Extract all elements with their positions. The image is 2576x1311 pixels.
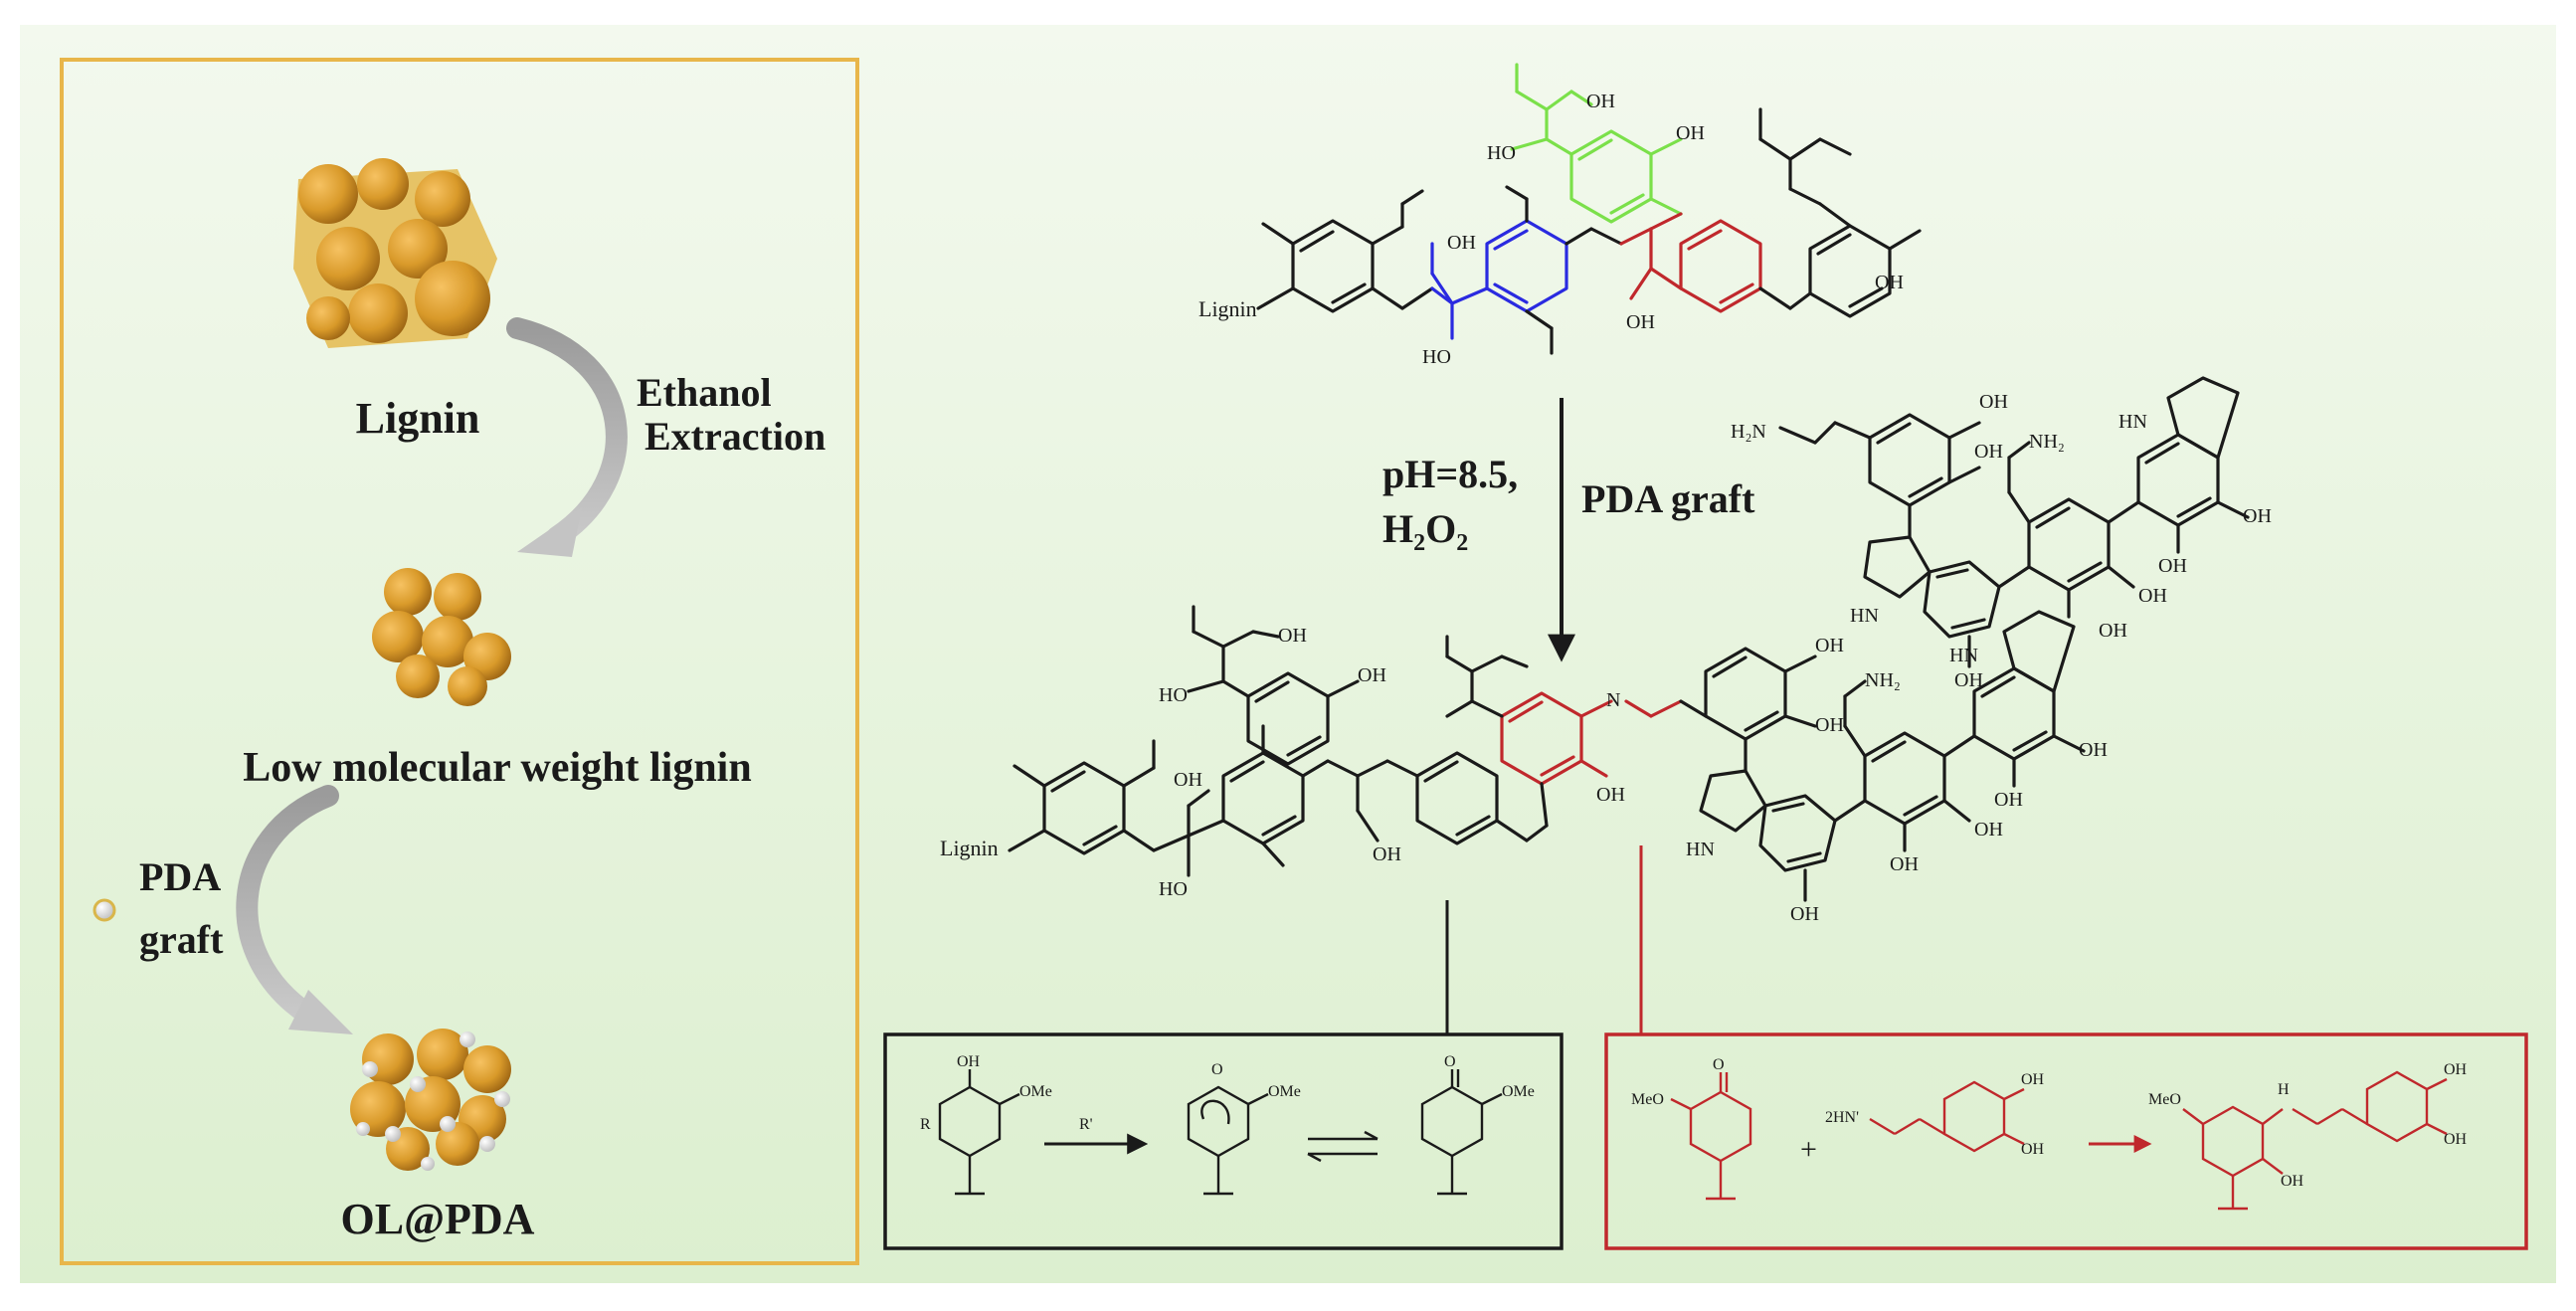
product-oh-3: OH bbox=[1278, 625, 1307, 647]
graft-label-line1: PDA bbox=[139, 854, 221, 899]
pda-oh-2: OH bbox=[1974, 441, 2003, 463]
lignin-structure-top: Lignin HO OH OH HO OH bbox=[1198, 63, 1922, 368]
box2-meo: MeO bbox=[1631, 1091, 1664, 1108]
box1-r: R bbox=[920, 1116, 931, 1133]
box1-r-rad: R' bbox=[1079, 1116, 1093, 1133]
product-oh-12: OH bbox=[2079, 739, 2108, 761]
product-oh-9: OH bbox=[1890, 853, 1919, 875]
box2-oh-5: OH bbox=[2444, 1131, 2468, 1148]
box2-o: O bbox=[1713, 1056, 1725, 1073]
oh-label-red: OH bbox=[1626, 311, 1655, 333]
box2-oh-2: OH bbox=[2021, 1141, 2045, 1158]
product-ho-1: HO bbox=[1159, 878, 1188, 900]
box1-ome-3: OMe bbox=[1502, 1083, 1535, 1100]
lignin-particle-icon bbox=[293, 158, 497, 348]
left-panel: Lignin Ethanol Extraction Low molecular … bbox=[60, 58, 859, 1265]
product-oh-10: OH bbox=[1974, 819, 2003, 841]
lmw-lignin-label: Low molecular weight lignin bbox=[243, 745, 751, 791]
box2-oh-3: OH bbox=[2281, 1173, 2304, 1190]
oh-label-green: OH bbox=[1676, 122, 1705, 144]
pda-hn-2: HN bbox=[2118, 411, 2147, 433]
pda-dot-icon bbox=[92, 898, 116, 922]
product-oh-6: OH bbox=[1815, 635, 1844, 656]
lignin-label: Lignin bbox=[356, 394, 480, 443]
product-nh2: NH₂ bbox=[1865, 669, 1901, 691]
box1-oh: OH bbox=[957, 1053, 981, 1070]
box2-meo-2: MeO bbox=[2148, 1091, 2181, 1108]
curved-arrow-extraction bbox=[506, 317, 628, 548]
oh-label-blue: OH bbox=[1447, 232, 1476, 254]
pda-oh-4: OH bbox=[2099, 620, 2127, 642]
extraction-label-line2: Extraction bbox=[644, 414, 826, 459]
curved-arrow-head-1 bbox=[517, 507, 582, 557]
lmw-lignin-particle-icon bbox=[372, 568, 511, 706]
product-oh-11: OH bbox=[1994, 789, 2023, 811]
product-oh-7: OH bbox=[1815, 714, 1844, 736]
product-oh-4: OH bbox=[1373, 843, 1401, 865]
product-n: N bbox=[1606, 689, 1620, 711]
mechanism-box-black: OH OMe R R' O OMe O OMe bbox=[883, 1032, 1564, 1250]
ol-pda-label: OL@PDA bbox=[341, 1195, 535, 1243]
product-oh-5: OH bbox=[1596, 784, 1625, 806]
pda-graft-label: PDA graft bbox=[1581, 476, 1755, 521]
mechanism-box-red: O MeO + 2HN' OH OH MeO H OH OH OH bbox=[1604, 1032, 2528, 1250]
pda-oh-1: OH bbox=[1979, 391, 2008, 413]
product-hn-1: HN bbox=[1686, 839, 1715, 860]
product-oh-8: OH bbox=[1790, 903, 1819, 925]
graft-label-line2: graft bbox=[139, 917, 224, 962]
curved-arrow-graft bbox=[236, 785, 339, 1026]
pda-oh-5: OH bbox=[2138, 585, 2167, 607]
box2-hn-rad: 2HN' bbox=[1825, 1109, 1859, 1126]
pda-hn-1: HN bbox=[1850, 605, 1879, 627]
ol-pda-particle-icon bbox=[350, 1029, 511, 1171]
box2-plus: + bbox=[1800, 1133, 1817, 1166]
left-panel-border bbox=[60, 58, 859, 1265]
pda-oh-3: OH bbox=[1954, 669, 1983, 691]
oh-label-green-2: OH bbox=[1586, 91, 1615, 112]
product-ho-2: HO bbox=[1159, 684, 1188, 706]
product-structure: Lignin OH HO OH HO OH bbox=[940, 605, 2108, 925]
curved-arrow-head-2 bbox=[288, 990, 353, 1034]
extraction-label-line1: Ethanol bbox=[637, 370, 772, 415]
ho-label-green: HO bbox=[1487, 142, 1516, 164]
lignin-atom-label: Lignin bbox=[1198, 296, 1257, 321]
box2-oh-1: OH bbox=[2021, 1071, 2045, 1088]
pda-h2n: H₂N bbox=[1731, 421, 1766, 443]
product-oh-2: OH bbox=[1358, 664, 1386, 686]
box2-oh-4: OH bbox=[2444, 1061, 2468, 1078]
box1-o: O bbox=[1444, 1053, 1456, 1070]
product-oh-1: OH bbox=[1174, 769, 1202, 791]
condition-h2o2: H₂O₂ bbox=[1382, 506, 1468, 551]
product-hn-2: HN bbox=[1949, 645, 1978, 666]
ho-label-blue: HO bbox=[1422, 346, 1451, 368]
pda-structure: OH OH H₂N HN OH NH₂ OH OH HN bbox=[1731, 376, 2272, 691]
oh-label-right: OH bbox=[1875, 272, 1904, 293]
pda-nh2: NH₂ bbox=[2029, 431, 2065, 453]
condition-ph: pH=8.5, bbox=[1382, 452, 1518, 496]
pda-oh-7: OH bbox=[2243, 505, 2272, 527]
box2-h: H bbox=[2278, 1081, 2290, 1098]
product-lignin-label: Lignin bbox=[940, 836, 999, 860]
box1-ome-2: OMe bbox=[1268, 1083, 1301, 1100]
pda-oh-6: OH bbox=[2158, 555, 2187, 577]
box1-ome: OMe bbox=[1019, 1083, 1052, 1100]
box1-o-rad: O bbox=[1211, 1061, 1223, 1078]
